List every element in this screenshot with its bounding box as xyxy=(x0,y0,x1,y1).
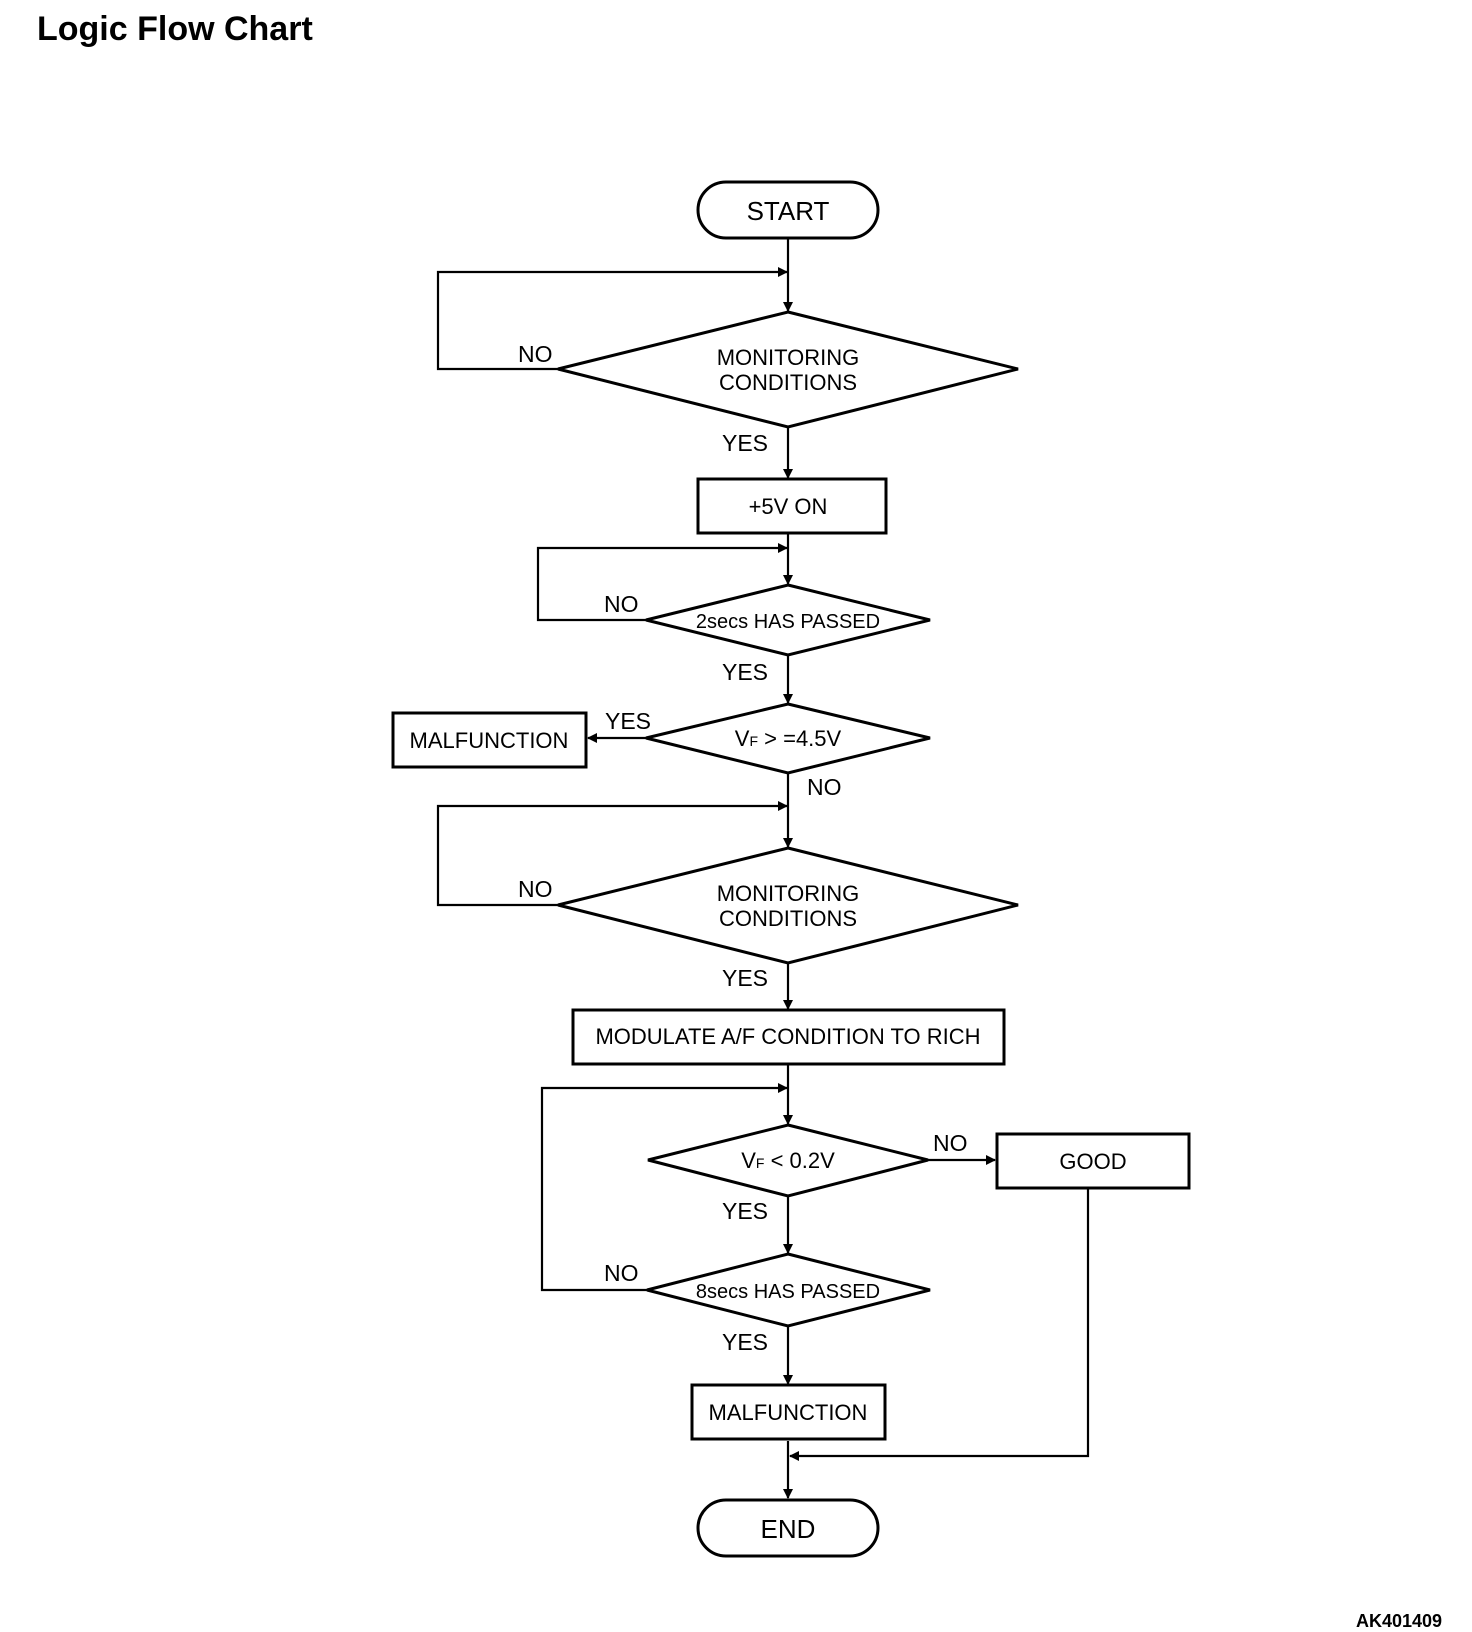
good-box: GOOD xyxy=(995,1132,1191,1190)
vf-main: V xyxy=(735,726,750,751)
start-label: START xyxy=(747,196,830,226)
label-yes: YES xyxy=(605,708,651,734)
branch-labels: NO YES NO YES YES NO NO YES NO YES NO YE… xyxy=(518,341,968,1355)
label-no: NO xyxy=(518,876,553,902)
decision-label-line1: MONITORING xyxy=(717,881,860,906)
decision-vf-low: VF < 0.2V xyxy=(647,1123,929,1198)
malfunction-label: MALFUNCTION xyxy=(709,1400,868,1425)
decision-monitoring-conditions-2: MONITORING CONDITIONS xyxy=(557,846,1019,965)
label-no: NO xyxy=(604,1260,639,1286)
vf-main: V xyxy=(741,1148,756,1173)
arrow-2secs-no-loop xyxy=(536,543,788,622)
vf-condition: > =4.5V xyxy=(758,726,842,751)
connectors xyxy=(436,238,1090,1499)
label-no: NO xyxy=(518,341,553,367)
decision-monitoring-conditions-1: MONITORING CONDITIONS xyxy=(557,310,1019,429)
decision-label-line1: MONITORING xyxy=(717,345,860,370)
decision-label: VF < 0.2V xyxy=(741,1148,835,1173)
end-terminal: END xyxy=(696,1498,880,1558)
label-yes: YES xyxy=(722,430,768,456)
malfunction-label: MALFUNCTION xyxy=(410,728,569,753)
vf-condition: < 0.2V xyxy=(764,1148,835,1173)
decision-2secs-passed: 2secs HAS PASSED xyxy=(645,583,931,657)
figure-code: AK401409 xyxy=(1356,1611,1443,1631)
page-title: Logic Flow Chart xyxy=(37,10,313,48)
label-yes: YES xyxy=(722,659,768,685)
process-5v-on: +5V ON xyxy=(696,477,888,535)
good-label: GOOD xyxy=(1059,1149,1126,1174)
decision-label-line2: CONDITIONS xyxy=(719,906,857,931)
label-no: NO xyxy=(604,591,639,617)
process-modulate-af: MODULATE A/F CONDITION TO RICH xyxy=(571,1008,1006,1066)
label-no: NO xyxy=(807,774,842,800)
vf-subscript: F xyxy=(749,733,758,749)
label-no: NO xyxy=(933,1130,968,1156)
decision-vf-high: VF > =4.5V xyxy=(645,702,931,775)
process-label: MODULATE A/F CONDITION TO RICH xyxy=(595,1024,980,1049)
arrow-monitoring2-no-loop xyxy=(436,801,788,907)
decision-8secs-passed: 8secs HAS PASSED xyxy=(646,1252,931,1328)
arrow-good-to-end xyxy=(789,1188,1090,1461)
arrow-8secs-no-loop xyxy=(540,1083,788,1292)
decision-label: VF > =4.5V xyxy=(735,726,842,751)
decision-label-line2: CONDITIONS xyxy=(719,370,857,395)
decision-label: 2secs HAS PASSED xyxy=(696,611,880,633)
label-yes: YES xyxy=(722,1198,768,1224)
malfunction-box-2: MALFUNCTION xyxy=(690,1383,887,1441)
vf-subscript: F xyxy=(756,1155,765,1171)
malfunction-box-1: MALFUNCTION xyxy=(391,711,588,769)
label-yes: YES xyxy=(722,965,768,991)
process-label: +5V ON xyxy=(749,494,828,519)
start-terminal: START xyxy=(696,180,880,240)
label-yes: YES xyxy=(722,1329,768,1355)
decision-label: 8secs HAS PASSED xyxy=(696,1281,880,1303)
arrow-monitoring1-no-loop xyxy=(436,267,788,371)
end-label: END xyxy=(761,1514,816,1544)
